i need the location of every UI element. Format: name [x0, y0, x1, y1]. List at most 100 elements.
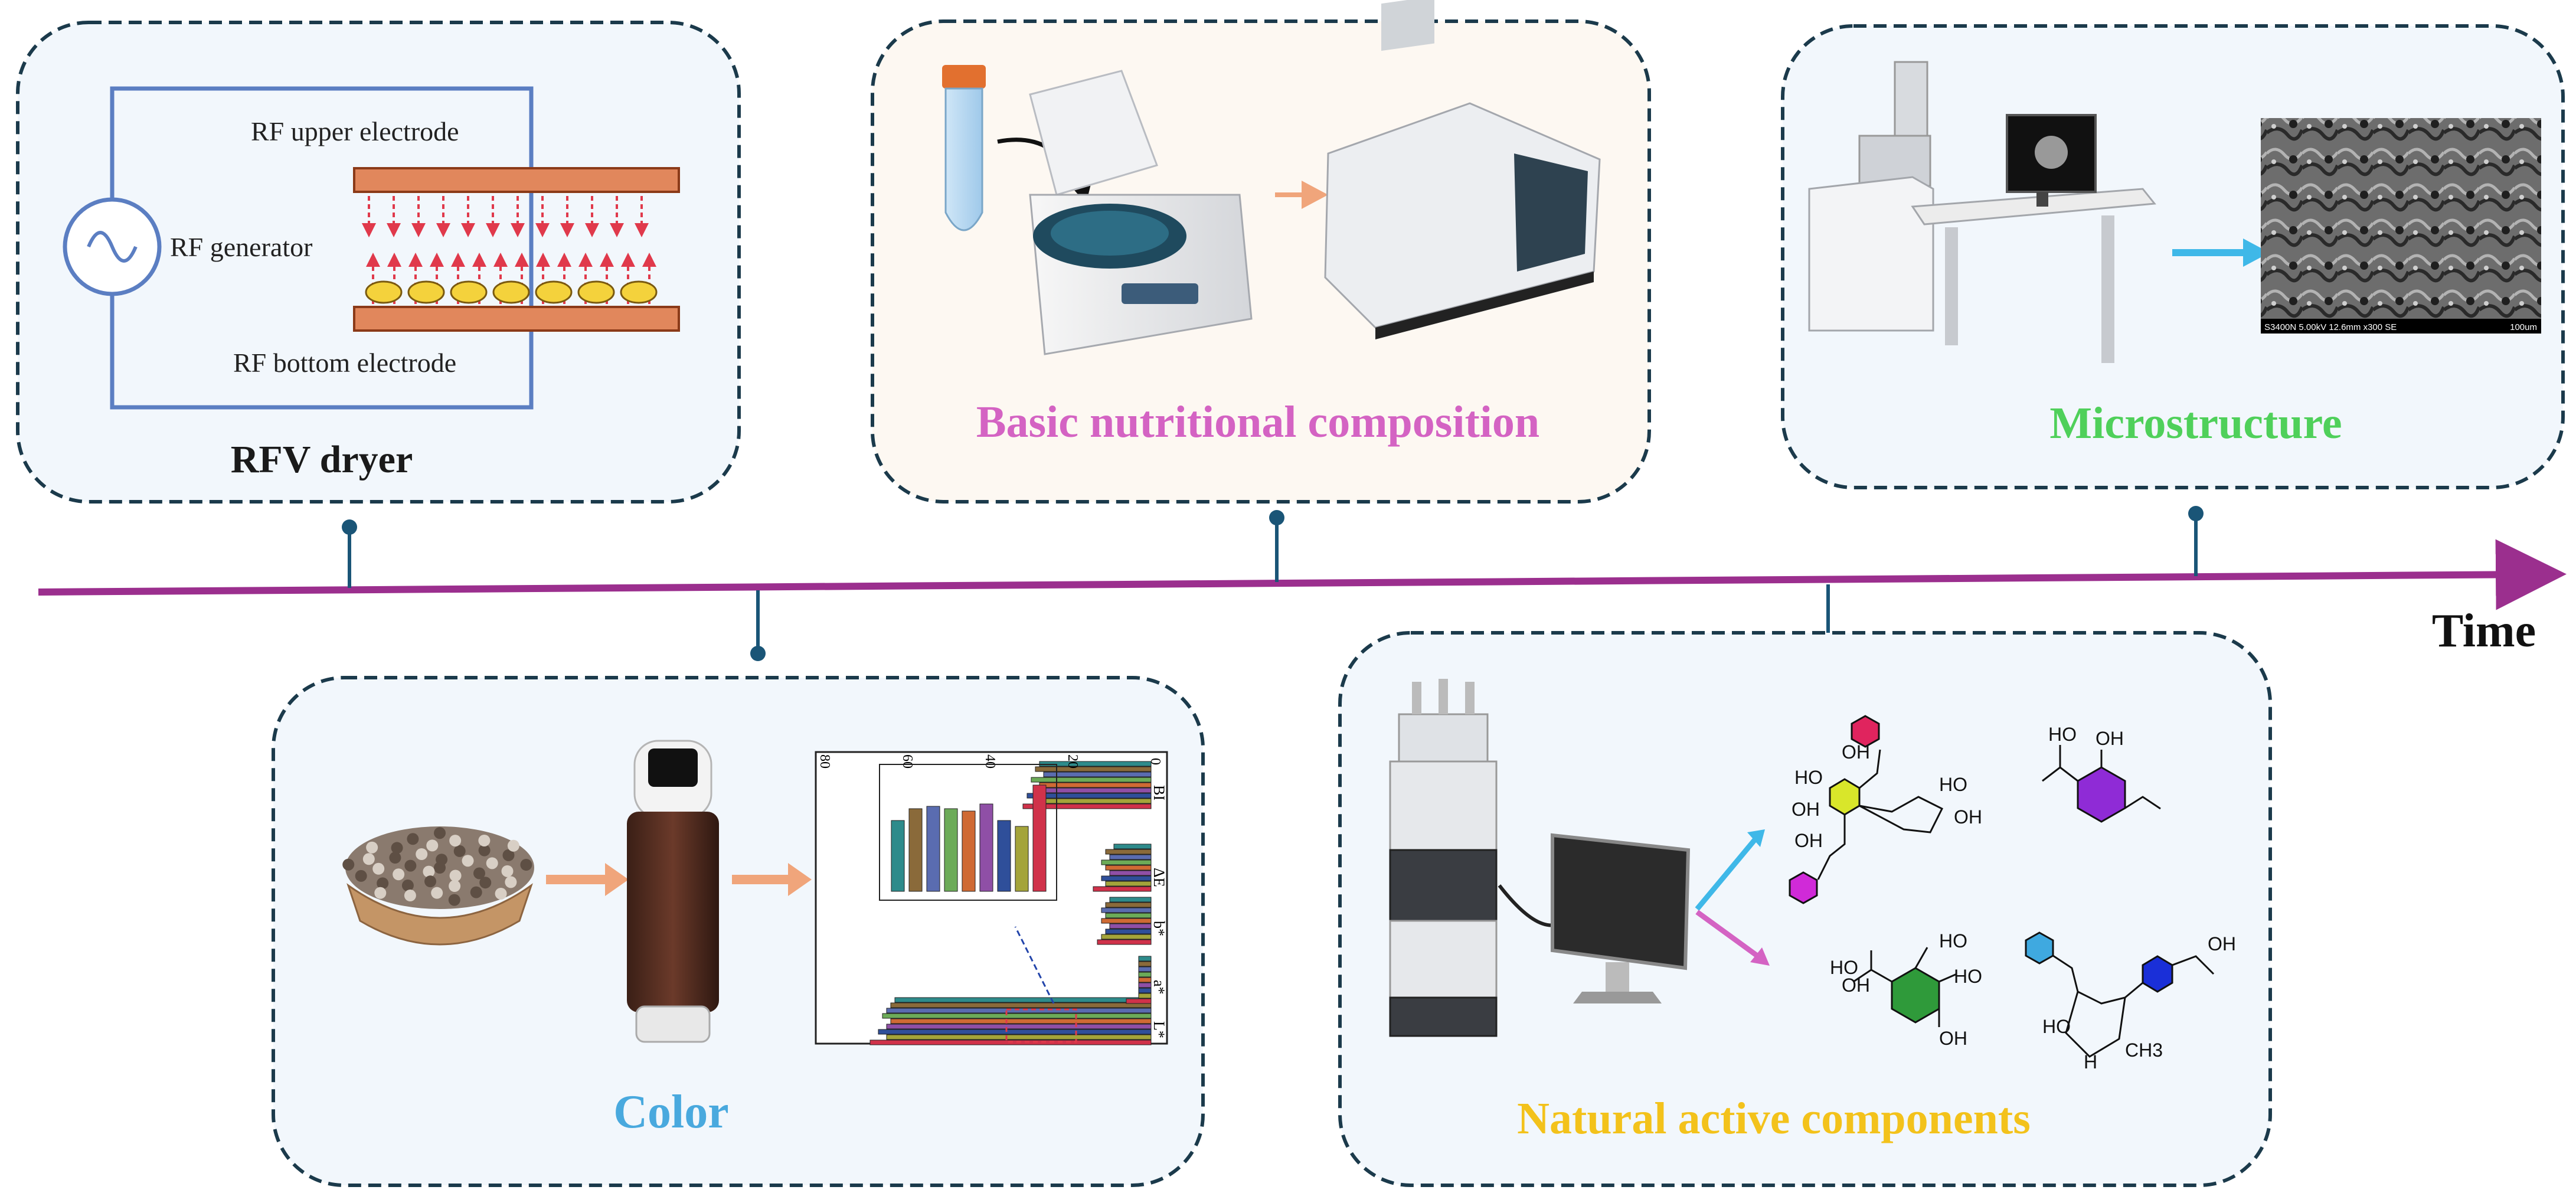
molecule-atom-label: OH — [1792, 799, 1820, 820]
color-bar — [1138, 977, 1152, 983]
color-bar — [886, 1024, 1152, 1029]
molecule-paeoniflorin — [1789, 715, 1944, 904]
color-bar — [1043, 772, 1152, 777]
timeline: Time — [38, 506, 2567, 661]
molecule-atom-label: OH — [2096, 728, 2124, 749]
slice-piece — [473, 867, 485, 880]
inset-chart — [879, 764, 1057, 901]
panel-nutrition: Basic nutritional composition — [871, 0, 1651, 504]
color-bar — [1105, 865, 1152, 871]
slice-piece — [436, 854, 448, 866]
category-label: b* — [1150, 921, 1168, 936]
molecule-atom-label: H — [2084, 1051, 2097, 1073]
category-label: L* — [1150, 1021, 1168, 1038]
molecule-atom-label: OH — [1842, 741, 1870, 763]
slice-piece — [404, 890, 416, 902]
sem-instrument-icon — [1808, 61, 2156, 363]
color-bar — [1101, 918, 1152, 924]
color-bar — [1097, 939, 1152, 945]
color-bar — [886, 1008, 1152, 1014]
color-bar — [1138, 982, 1152, 988]
centrifuge-icon — [1029, 70, 1253, 355]
color-arrow-1 — [546, 863, 629, 896]
bottom-electrode — [353, 306, 680, 332]
category-label: a* — [1150, 980, 1168, 995]
color-bar — [890, 1018, 1152, 1024]
time-axis — [38, 539, 2567, 610]
slice-piece — [426, 839, 439, 852]
slice-piece — [407, 833, 419, 845]
sample-bowl-icon — [342, 826, 534, 946]
color-bar — [1109, 854, 1152, 860]
slice-piece — [478, 834, 491, 846]
sample-slice — [450, 280, 488, 304]
connector-microstructure — [2188, 506, 2204, 576]
panel-rfv-dryer: RF upper electrode RF generator RF botto… — [16, 21, 741, 504]
inset-bar — [908, 808, 923, 892]
time-axis-label: Time — [2432, 605, 2536, 657]
color-bar — [1022, 803, 1152, 809]
sem-scale: 100um — [2510, 322, 2537, 332]
inset-bar — [1015, 826, 1029, 892]
molecule-atom-label: OH — [1794, 830, 1823, 851]
slice-piece — [486, 857, 498, 869]
color-bar — [1105, 913, 1152, 918]
tick-label: 40 — [982, 754, 998, 769]
sem-arrow — [2172, 238, 2270, 267]
slice-piece — [342, 858, 355, 871]
color-bar — [1138, 993, 1152, 999]
slice-piece — [393, 868, 405, 881]
upper-electrode — [353, 167, 680, 193]
molecule-atom-label: CH3 — [2125, 1039, 2163, 1061]
color-bar — [1093, 886, 1152, 892]
slice-piece — [505, 876, 517, 888]
microstructure-title: Microstructure — [2049, 398, 2342, 448]
rf-circuit-wire — [110, 86, 534, 410]
tick-label: 20 — [1065, 754, 1080, 769]
color-bar — [1109, 897, 1152, 903]
color-bar — [894, 997, 1152, 1003]
molecule-paeonol — [2042, 745, 2161, 823]
slice-piece — [449, 880, 461, 892]
hplc-instrument-icon — [1389, 679, 1498, 1037]
sample-slice — [577, 280, 615, 304]
rf-bottom-electrode-label: RF bottom electrode — [233, 348, 456, 378]
inset-bar — [891, 820, 905, 892]
color-bar — [1101, 907, 1152, 913]
color-bar — [1105, 902, 1152, 908]
color-bar — [1027, 793, 1152, 799]
slice-piece — [507, 839, 519, 852]
sem-caption: S3400N 5.00kV 12.6mm x300 SE — [2264, 322, 2397, 332]
color-bar — [1035, 787, 1152, 793]
molecule-gallic-acid — [1853, 947, 1957, 1027]
molecule-atom-label: HO — [1954, 966, 1982, 987]
slice-piece — [431, 887, 443, 899]
slice-piece — [453, 845, 466, 857]
natural-active-title: Natural active components — [1517, 1094, 2031, 1143]
branch-arrow-up — [1695, 836, 1758, 911]
slice-piece — [366, 841, 378, 854]
inset-bar — [944, 808, 958, 892]
slice-piece — [374, 887, 387, 899]
nutrition-title: Basic nutritional composition — [976, 397, 1539, 447]
process-arrow — [1275, 181, 1328, 209]
slice-piece — [462, 855, 474, 867]
color-bar — [1109, 870, 1152, 876]
slice-piece — [479, 877, 492, 889]
slice-piece — [448, 894, 460, 906]
tick-label: 80 — [817, 754, 832, 769]
connector-color — [750, 590, 766, 661]
color-bar — [1138, 988, 1152, 993]
slice-piece — [470, 886, 482, 898]
color-bar — [1101, 859, 1152, 865]
molecule-benzoyl — [2025, 931, 2215, 1058]
slice-piece — [362, 853, 375, 865]
sample-slice — [535, 280, 573, 304]
sample-slice — [620, 280, 658, 304]
category-label: ΔE — [1150, 868, 1168, 887]
color-bar — [1031, 777, 1152, 783]
molecule-atom-label: HO — [1939, 774, 1967, 795]
